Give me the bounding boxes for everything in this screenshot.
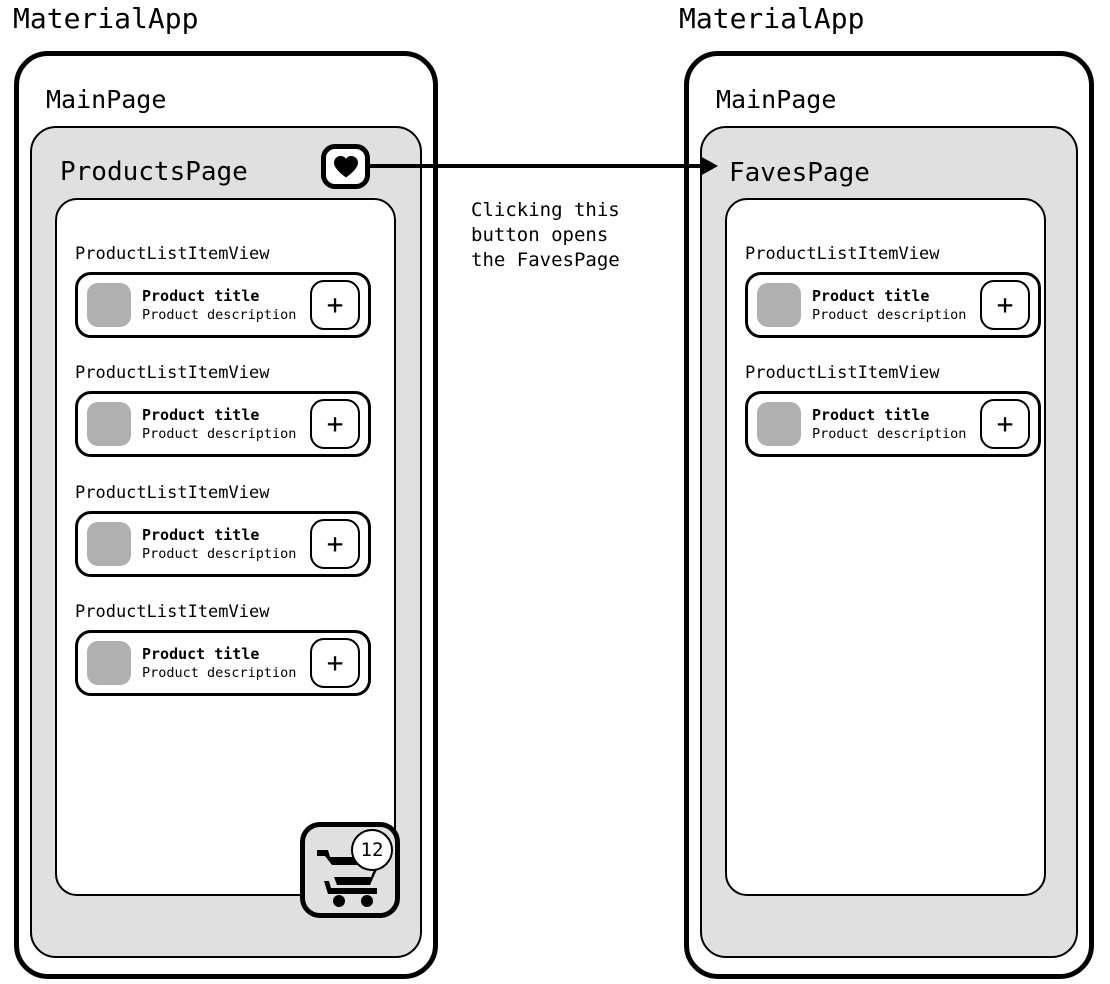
list-item-caption: ProductListItemView [75,602,270,622]
product-description: Product description [142,306,297,323]
product-title: Product title [142,405,260,424]
list-item-caption: ProductListItemView [745,244,940,264]
product-card[interactable]: Product title Product description + [75,272,371,338]
product-title: Product title [812,286,930,305]
favorites-button[interactable] [321,144,370,189]
list-item[interactable]: ProductListItemView Product title Produc… [75,244,371,338]
add-to-cart-button[interactable]: + [310,280,360,330]
right-app-title: MaterialApp [679,2,865,35]
left-app-title: MaterialApp [13,2,199,35]
cart-button[interactable]: 12 [300,822,400,918]
flow-annotation: Clicking this button opens the FavesPage [471,199,620,271]
add-to-cart-button[interactable]: + [310,399,360,449]
heart-icon [333,155,359,179]
product-card[interactable]: Product title Product description + [745,391,1041,457]
add-to-cart-button[interactable]: + [980,399,1030,449]
add-to-cart-button[interactable]: + [310,638,360,688]
list-item[interactable]: ProductListItemView Product title Produc… [745,363,1041,457]
list-item-caption: ProductListItemView [75,244,270,264]
product-card[interactable]: Product title Product description + [745,272,1041,338]
product-title: Product title [142,286,260,305]
right-mainpage-label: MainPage [716,85,837,114]
list-item[interactable]: ProductListItemView Product title Produc… [75,602,371,696]
product-thumbnail [87,402,131,446]
left-mainpage-label: MainPage [46,85,167,114]
product-text: Product title Product description [142,406,310,443]
product-thumbnail [757,402,801,446]
product-text: Product title Product description [142,287,310,324]
list-item[interactable]: ProductListItemView Product title Produc… [745,244,1041,338]
list-item[interactable]: ProductListItemView Product title Produc… [75,483,371,577]
product-card[interactable]: Product title Product description + [75,511,371,577]
add-to-cart-button[interactable]: + [310,519,360,569]
products-page-label: ProductsPage [60,157,248,187]
product-description: Product description [142,425,297,442]
product-title: Product title [142,525,260,544]
product-text: Product title Product description [142,526,310,563]
faves-page-label: FavesPage [729,158,870,188]
cart-badge: 12 [351,829,393,871]
product-thumbnail [87,641,131,685]
product-thumbnail [87,283,131,327]
list-item-caption: ProductListItemView [75,363,270,383]
product-description: Product description [142,664,297,681]
product-card[interactable]: Product title Product description + [75,630,371,696]
list-item[interactable]: ProductListItemView Product title Produc… [75,363,371,457]
product-description: Product description [142,545,297,562]
product-thumbnail [87,522,131,566]
product-card[interactable]: Product title Product description + [75,391,371,457]
product-title: Product title [812,405,930,424]
product-description: Product description [812,306,967,323]
product-text: Product title Product description [142,645,310,682]
add-to-cart-button[interactable]: + [980,280,1030,330]
product-thumbnail [757,283,801,327]
product-text: Product title Product description [812,287,980,324]
product-title: Product title [142,644,260,663]
list-item-caption: ProductListItemView [745,363,940,383]
product-text: Product title Product description [812,406,980,443]
list-item-caption: ProductListItemView [75,483,270,503]
product-description: Product description [812,425,967,442]
